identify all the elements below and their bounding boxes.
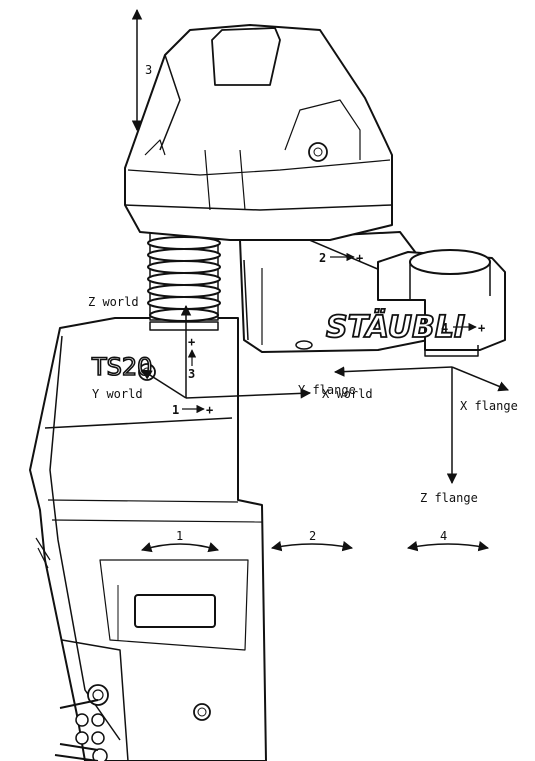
rotation-2-arrow <box>270 541 354 552</box>
x-flange-arrow <box>451 366 509 392</box>
y-world-label: Y world <box>92 387 143 401</box>
z-flange-label: Z flange <box>420 491 478 505</box>
joint-2-marker: 2 <box>319 251 326 265</box>
joint-2-plus: + <box>356 251 363 265</box>
x-flange-label: X flange <box>460 399 518 413</box>
rotation-2-label: 2 <box>309 529 316 543</box>
axes <box>131 8 509 553</box>
joint-4-marker: 4 <box>441 321 448 335</box>
joint-4-plus: + <box>478 321 485 335</box>
robot-base <box>29 317 267 761</box>
joint-markers: 2 + 4 + 3 + 1 + <box>172 251 485 417</box>
rotation-4-label: 4 <box>440 529 447 543</box>
robot-bellows <box>147 229 221 331</box>
joint-1-plus: + <box>206 403 213 417</box>
x-world-arrow <box>185 388 312 399</box>
brand-logo: STÄUBLI <box>326 309 465 345</box>
axis-3-label: 3 <box>145 63 152 77</box>
model-label: TS20 <box>91 353 152 381</box>
rotation-1-label: 1 <box>176 529 183 543</box>
y-flange-arrow <box>333 366 453 377</box>
x-world-label: X world <box>322 387 373 401</box>
rotation-1-arrow <box>140 542 220 553</box>
joint-3-plus: + <box>188 335 195 349</box>
axis-labels: 3 Z world Y world X world Y flange X fla… <box>88 63 518 543</box>
y-world-arrow <box>141 369 187 399</box>
y-flange-label: Y flange <box>298 383 356 397</box>
z-world-label: Z world <box>88 295 139 309</box>
rotation-4-arrow <box>406 541 490 552</box>
joint-3-marker: 3 <box>188 367 195 381</box>
joint-1-marker: 1 <box>172 403 179 417</box>
robot-head <box>124 24 393 241</box>
